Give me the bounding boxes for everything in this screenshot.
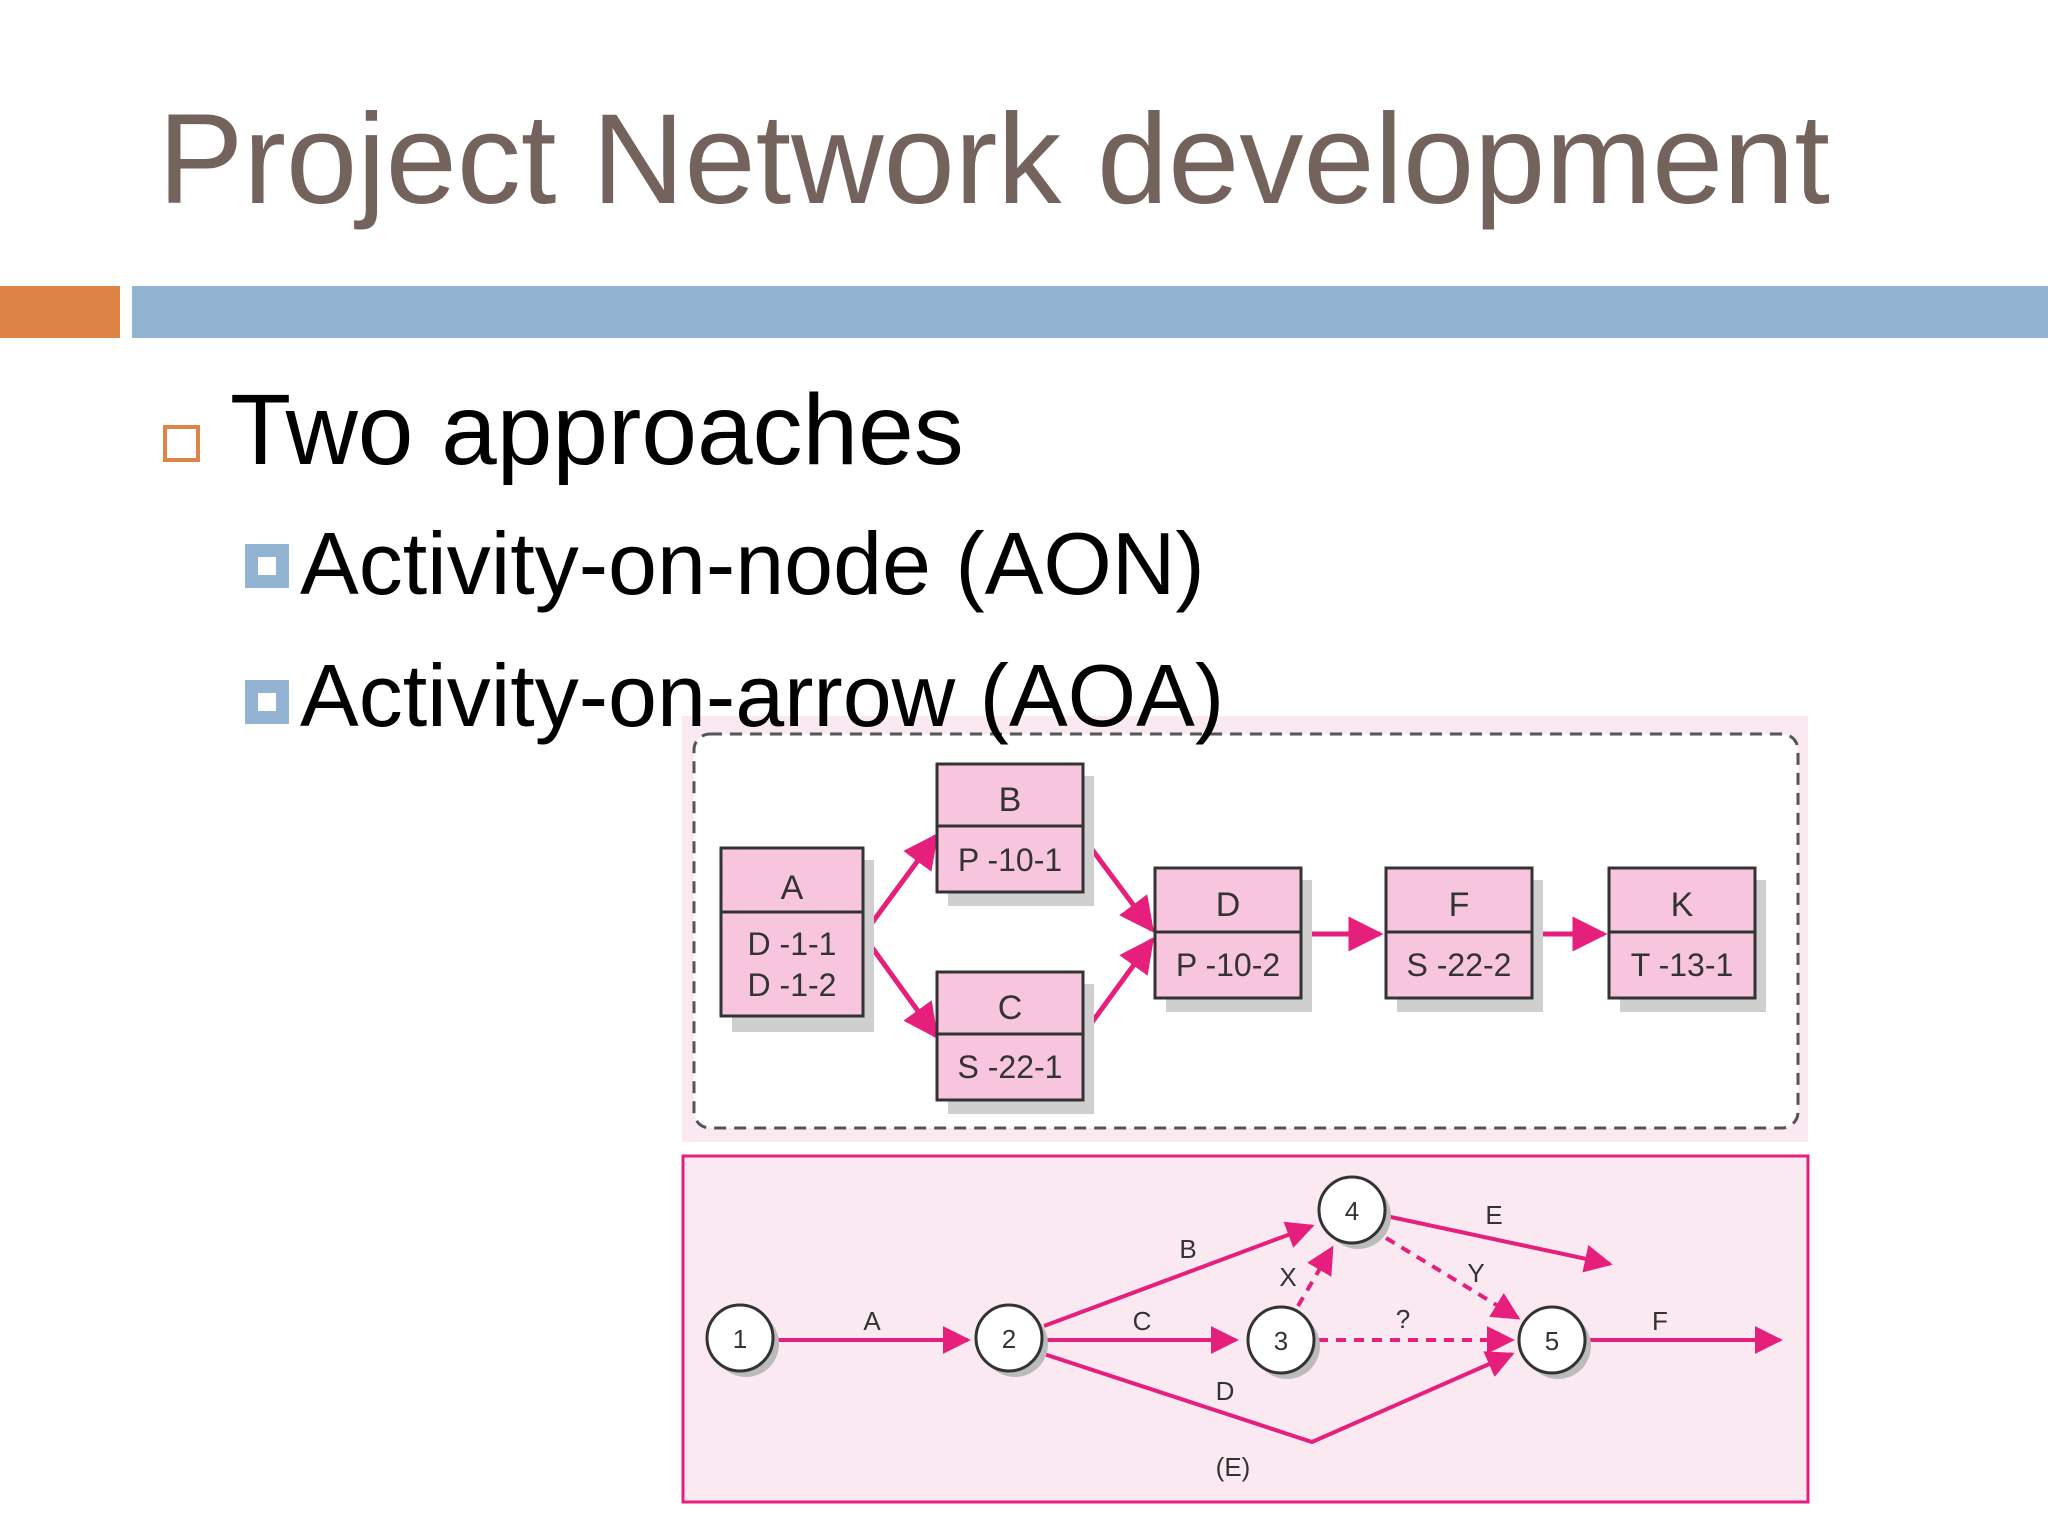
aon-node-c: C S -22-1 <box>935 970 1094 1114</box>
slide-title: Project Network development <box>158 88 1830 231</box>
bullet-aon: Activity-on-node (AON) <box>300 514 1205 613</box>
aon-node-d: D P -10-2 <box>1153 866 1312 1012</box>
aoa-panel <box>681 1154 1810 1504</box>
aoa-arrow-d <box>1043 1351 1515 1445</box>
aoa-label-d: D <box>1216 1376 1235 1406</box>
bullet-aoa: Activity-on-arrow (AOA) <box>300 646 1225 745</box>
aon-node-b: B P -10-1 <box>935 762 1094 906</box>
aoa-label-y: Y <box>1467 1258 1484 1288</box>
aon-node-k-line1: T -13-1 <box>1631 947 1734 983</box>
aoa-event-4-label: 4 <box>1345 1196 1359 1226</box>
aoa-label-a: A <box>863 1306 881 1336</box>
aoa-arrow-b <box>1043 1221 1315 1328</box>
aon-node-a-line2: D -1-2 <box>748 967 837 1003</box>
aoa-event-5 <box>1517 1305 1587 1375</box>
aon-node-a: A D -1-1 D -1-2 <box>719 846 874 1032</box>
aoa-dummy-x <box>1296 1245 1334 1308</box>
aon-node-d-id: D <box>1216 886 1241 924</box>
aon-node-c-id: C <box>998 989 1023 1027</box>
aoa-label-e: E <box>1485 1200 1502 1230</box>
square-bullet-icon <box>163 425 200 462</box>
aoa-label-b: B <box>1179 1234 1196 1264</box>
aoa-event-1 <box>705 1303 775 1373</box>
aon-node-f-id: F <box>1449 886 1470 924</box>
aon-node-a-id: A <box>781 869 804 907</box>
accent-bar-orange <box>0 286 120 338</box>
bullet-two-approaches: Two approaches <box>230 374 964 486</box>
accent-bar-blue <box>132 286 2048 338</box>
aoa-caption: (E) <box>1216 1452 1251 1482</box>
aoa-event-3 <box>1246 1305 1316 1375</box>
aoa-label-c: C <box>1133 1306 1152 1336</box>
aon-node-b-line1: P -10-1 <box>958 842 1062 878</box>
aon-node-c-line1: S -22-1 <box>958 1049 1063 1085</box>
aoa-event-4 <box>1317 1175 1387 1245</box>
aoa-event-5-label: 5 <box>1545 1326 1559 1356</box>
square-bullet-icon <box>245 544 289 588</box>
aoa-event-2 <box>974 1303 1044 1373</box>
aon-node-f: F S -22-2 <box>1384 866 1543 1012</box>
aoa-event-2-label: 2 <box>1002 1324 1016 1354</box>
aon-node-f-line1: S -22-2 <box>1407 947 1512 983</box>
aon-node-b-id: B <box>999 781 1022 819</box>
aoa-label-q: ? <box>1396 1304 1410 1334</box>
aoa-label-x: X <box>1279 1262 1296 1292</box>
aon-node-d-line1: P -10-2 <box>1176 947 1280 983</box>
aoa-label-f: F <box>1652 1306 1668 1336</box>
square-bullet-icon <box>245 680 289 724</box>
aoa-event-3-label: 3 <box>1274 1326 1288 1356</box>
aon-node-k-id: K <box>1671 886 1694 924</box>
aoa-dummy-y <box>1384 1236 1521 1320</box>
aon-node-k: K T -13-1 <box>1607 866 1766 1012</box>
aoa-arrow-e <box>1385 1214 1613 1273</box>
aoa-event-1-label: 1 <box>733 1324 747 1354</box>
aon-node-a-line1: D -1-1 <box>748 926 837 962</box>
aon-edge-a-c <box>860 933 939 1039</box>
aon-edge-a-b <box>860 833 939 937</box>
